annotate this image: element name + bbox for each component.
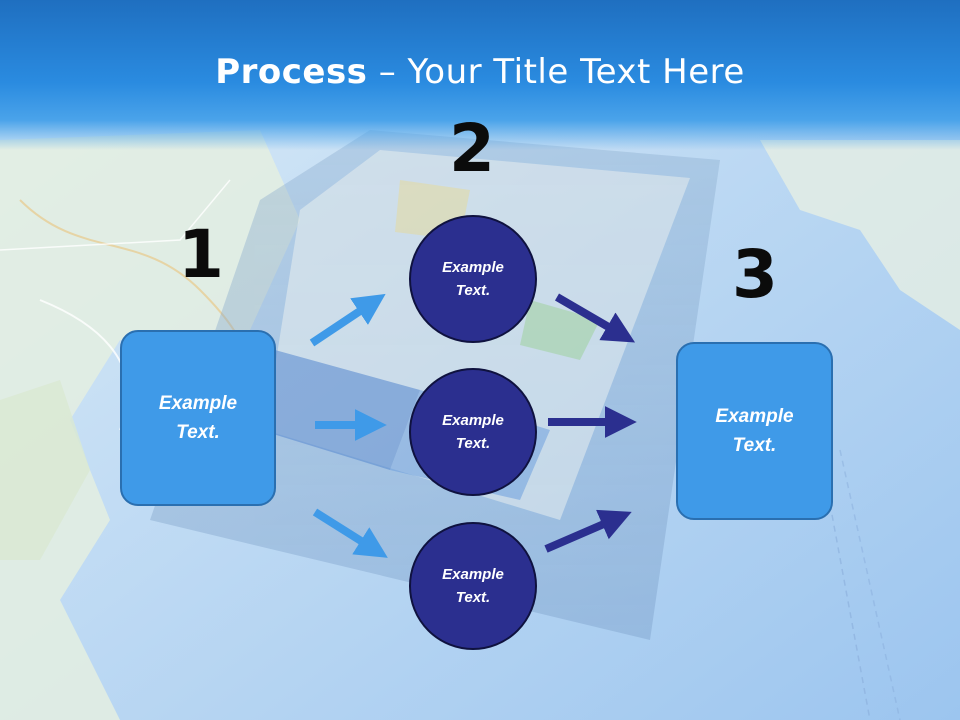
stage-1-text: Example Text. <box>158 393 238 443</box>
stage-1-box: Example Text. <box>120 330 276 506</box>
stage-2-text-middle: Example Text. <box>442 412 504 452</box>
stage-2-circle-bottom: Example Text. <box>409 522 537 650</box>
title-band <box>0 0 960 150</box>
stage-2-circle-middle: Example Text. <box>409 368 537 496</box>
title-rest: – Your Title Text Here <box>367 52 745 92</box>
slide-title: Process – Your Title Text Here <box>0 52 960 92</box>
stage-2-text-top: Example Text. <box>442 259 504 299</box>
stage-2-text-bottom: Example Text. <box>442 566 504 606</box>
stage-number-2: 2 <box>449 110 495 187</box>
arrow-2-top-to-3 <box>554 293 636 343</box>
stage-number-1: 1 <box>178 216 224 293</box>
arrow-1-to-2-bottom <box>312 508 388 558</box>
stage-number-3: 3 <box>732 236 778 313</box>
title-bold: Process <box>215 52 368 92</box>
arrow-1-to-2-top <box>309 293 386 347</box>
stage-3-box: Example Text. <box>676 342 833 520</box>
stage-3-text: Example Text. <box>715 406 794 456</box>
stage-2-circle-top: Example Text. <box>409 215 537 343</box>
arrow-2-bottom-to-3 <box>544 509 632 553</box>
